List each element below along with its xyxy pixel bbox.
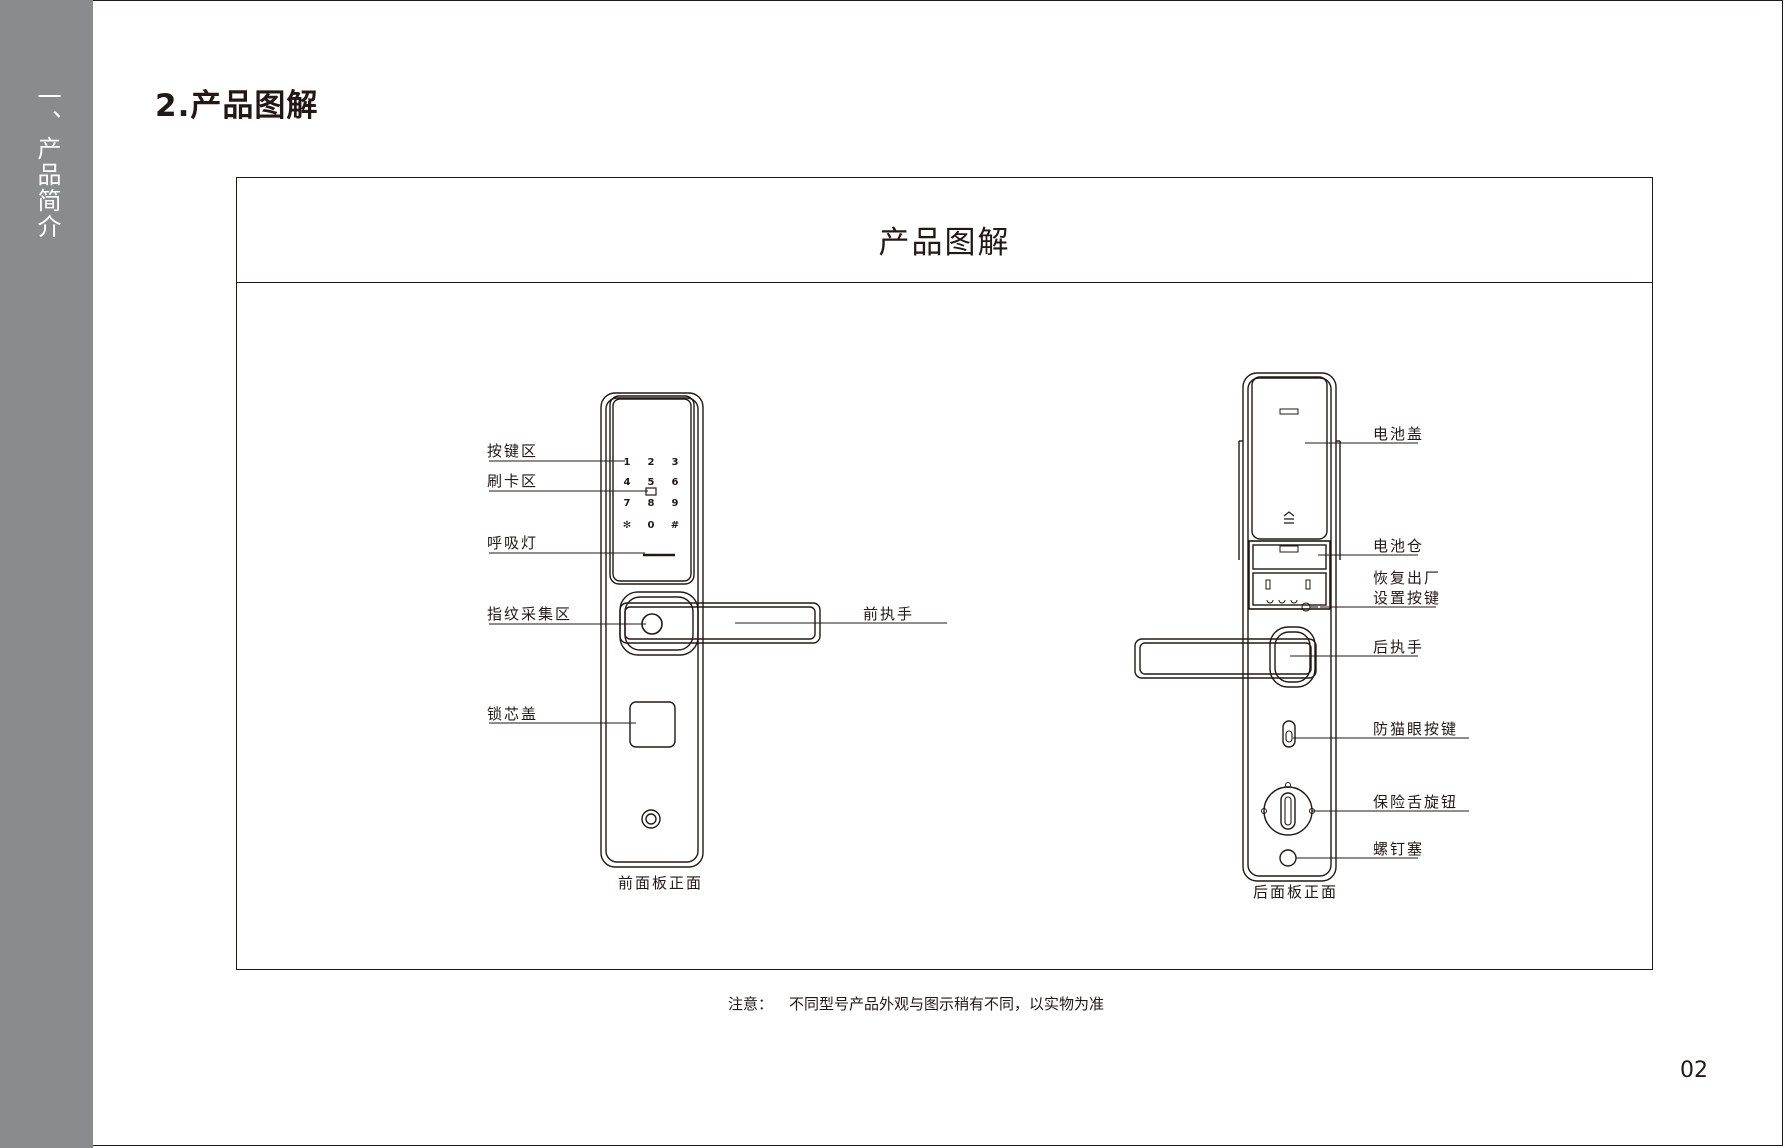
keypad: 1 2 3 4 5 6 7 8 9 ✻ 0 # xyxy=(623,457,679,531)
keypad-key: 5 xyxy=(648,477,655,488)
label-fingerprint-area: 指纹采集区 xyxy=(487,605,573,623)
keypad-key: 2 xyxy=(648,457,655,468)
label-factory-reset-line1: 恢复出厂 xyxy=(1373,569,1442,587)
keypad-key: 7 xyxy=(624,498,631,509)
diagram-box: 产品图解 xyxy=(236,177,1653,970)
caption-front-panel: 前面板正面 xyxy=(618,874,704,892)
label-front-handle: 前执手 xyxy=(863,605,915,623)
keypad-key: # xyxy=(671,520,679,531)
label-keypad-area: 按键区 xyxy=(487,442,539,460)
note-text: 不同型号产品外观与图示稍有不同，以实物为准 xyxy=(789,995,1105,1013)
front-panel-illustration: 1 2 3 4 5 6 7 8 9 ✻ 0 # xyxy=(600,392,821,868)
note-prefix: 注意： xyxy=(728,995,774,1013)
keypad-key: 4 xyxy=(624,477,631,488)
keypad-key: 6 xyxy=(672,477,679,488)
label-safety-latch-knob: 保险舌旋钮 xyxy=(1373,793,1459,811)
keypad-key: 1 xyxy=(624,457,631,468)
label-card-area: 刷卡区 xyxy=(487,472,539,490)
keypad-key: 9 xyxy=(672,498,679,509)
diagram-header: 产品图解 xyxy=(237,178,1652,283)
page-number: 02 xyxy=(1680,1058,1708,1083)
label-lock-cylinder-cover: 锁芯盖 xyxy=(487,705,539,723)
section-title: 一、产品简介 xyxy=(33,84,61,240)
page-heading: 2.产品图解 xyxy=(155,88,319,124)
keypad-key: ✻ xyxy=(623,520,631,531)
section-sidebar: 一、产品简介 xyxy=(0,0,93,1148)
label-breathing-light: 呼吸灯 xyxy=(487,534,539,552)
label-anti-peephole-button: 防猫眼按键 xyxy=(1373,720,1459,738)
leader-lines xyxy=(489,442,1469,859)
footnote: 注意： 不同型号产品外观与图示稍有不同，以实物为准 xyxy=(728,993,1104,1014)
label-battery-cover: 电池盖 xyxy=(1373,425,1425,443)
keypad-key: 8 xyxy=(648,498,655,509)
label-rear-handle: 后执手 xyxy=(1373,638,1425,656)
label-screw-plug: 螺钉塞 xyxy=(1373,840,1425,858)
keypad-key: 0 xyxy=(648,520,655,531)
label-battery-compartment: 电池仓 xyxy=(1373,537,1425,555)
rear-panel-illustration xyxy=(1134,372,1341,882)
caption-rear-panel: 后面板正面 xyxy=(1253,883,1339,901)
label-factory-reset-line2: 设置按键 xyxy=(1373,589,1442,607)
keypad-key: 3 xyxy=(672,457,679,468)
diagram-title: 产品图解 xyxy=(878,225,1011,261)
